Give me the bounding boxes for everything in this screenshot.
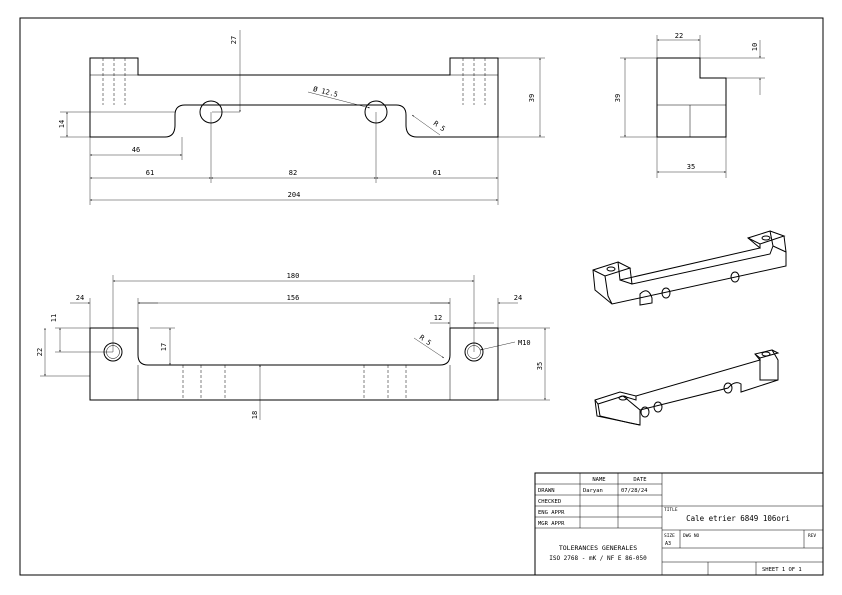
top-dim-r5: R 5	[418, 333, 433, 347]
top-view: 180 24 156 24 11 22 12 17 R 5 M10 35 18	[36, 272, 550, 420]
top-dim-12: 12	[434, 314, 442, 322]
tb-title-label: TITLE	[664, 507, 678, 513]
side-dim-22: 22	[675, 32, 683, 40]
title-block: NAME DATE DRAWN Daryan 07/28/24 CHECKED …	[534, 472, 824, 576]
top-dim-35: 35	[536, 362, 544, 370]
tb-col-name: NAME	[592, 477, 605, 483]
tb-drawn-name: Daryan	[583, 488, 603, 494]
tb-dwg-label: DWG NO	[683, 533, 700, 539]
top-dim-17: 17	[160, 343, 168, 351]
top-dim-180: 180	[287, 272, 300, 280]
tb-rev-label: REV	[808, 533, 816, 539]
side-dim-35: 35	[687, 163, 695, 171]
dim-46: 46	[132, 146, 140, 154]
top-dim-24a: 24	[76, 294, 84, 302]
top-dim-24b: 24	[514, 294, 522, 302]
dim-phi: Ø 12.5	[312, 85, 338, 99]
tb-eng-appr: ENG APPR	[538, 510, 565, 516]
side-view: 22 10 39 35	[614, 32, 765, 178]
tb-size: A3	[665, 541, 671, 547]
isometric-view-lower	[594, 349, 780, 426]
dim-r5: R 5	[432, 119, 447, 133]
top-dim-m10: M10	[518, 339, 531, 347]
tb-checked: CHECKED	[538, 499, 561, 505]
dim-61a: 61	[146, 169, 154, 177]
top-dim-22: 22	[36, 348, 44, 356]
dim-82: 82	[289, 169, 297, 177]
dim-204: 204	[288, 191, 301, 199]
top-dim-11: 11	[50, 314, 58, 322]
tb-drawn-date: 07/28/24	[621, 488, 648, 494]
dim-39: 39	[528, 94, 536, 102]
side-dim-10: 10	[751, 43, 759, 51]
front-view: 27 39 14 Ø 12.5 R 5 46 61 82 61 204	[58, 30, 545, 205]
dim-27: 27	[230, 36, 238, 44]
sheet-border	[19, 17, 824, 576]
isometric-view-upper	[592, 230, 787, 306]
tb-drawn: DRAWN	[538, 488, 555, 494]
tb-mgr-appr: MGR APPR	[538, 521, 565, 527]
tb-title: Cale etrier 6849 106ori	[686, 514, 790, 523]
side-dim-39: 39	[614, 94, 622, 102]
dim-61b: 61	[433, 169, 441, 177]
dim-14: 14	[58, 120, 66, 128]
tb-sheet: SHEET 1 OF 1	[762, 567, 802, 573]
tb-col-date: DATE	[633, 477, 646, 483]
tb-tol-line2: ISO 2768 - mK / NF E 86-050	[549, 555, 647, 562]
tb-size-label: SIZE	[664, 533, 675, 539]
top-dim-156: 156	[287, 294, 300, 302]
tb-tol-line1: TOLERANCES GENERALES	[559, 544, 637, 552]
top-dim-18: 18	[251, 411, 259, 419]
